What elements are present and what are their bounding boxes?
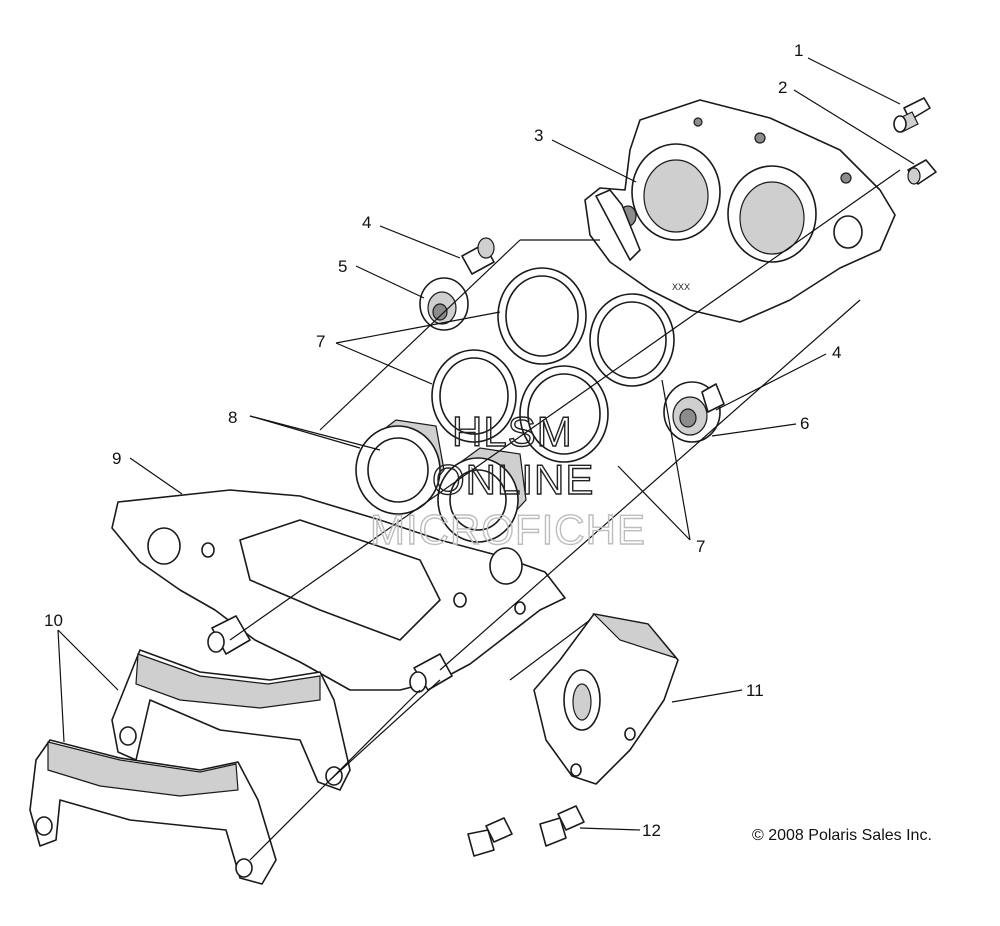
watermark: HLSM ONLINE MICROFICHE [369,407,646,553]
part-2-bleeder-cap [907,159,937,185]
callout-6: 6 [800,414,809,433]
callout-5: 5 [338,257,347,276]
callout-4: 4 [362,213,371,232]
callout-3: 3 [534,126,543,145]
part-4-slide-pin-upper [461,237,495,275]
watermark-line1: HLSM [452,408,573,455]
part-6-boot [663,381,725,443]
part-1-bleeder-screw [893,97,931,133]
callout-10: 10 [44,611,63,630]
callout-11: 11 [746,681,764,700]
copyright-text: © 2008 Polaris Sales Inc. [752,827,932,844]
callout-4-lower: 4 [832,343,841,362]
callout-7-lower: 7 [696,537,705,556]
part-9-mounting-bracket [111,489,566,693]
callout-2: 2 [778,78,787,97]
callout-1: 1 [794,41,803,60]
svg-text:XXX: XXX [672,282,690,292]
callout-numbers: 1 2 3 4 5 7 4 6 8 9 7 10 11 12 [44,41,841,840]
part-7-seals [431,267,675,463]
part-5-boot [419,277,469,331]
watermark-line2: ONLINE [432,456,594,503]
part-12-bolts [467,805,585,857]
callout-9: 9 [112,449,121,468]
callout-7-upper: 7 [316,332,325,351]
watermark-line3: MICROFICHE [370,506,646,553]
part-10-brake-pads [29,649,351,885]
part-3-caliper-body: XXX [584,99,896,323]
callout-8: 8 [228,408,237,427]
part-11-retainer-plate [533,613,679,785]
part-8-pistons [355,419,527,543]
callout-12: 12 [642,821,661,840]
leader-lines [57,57,915,861]
